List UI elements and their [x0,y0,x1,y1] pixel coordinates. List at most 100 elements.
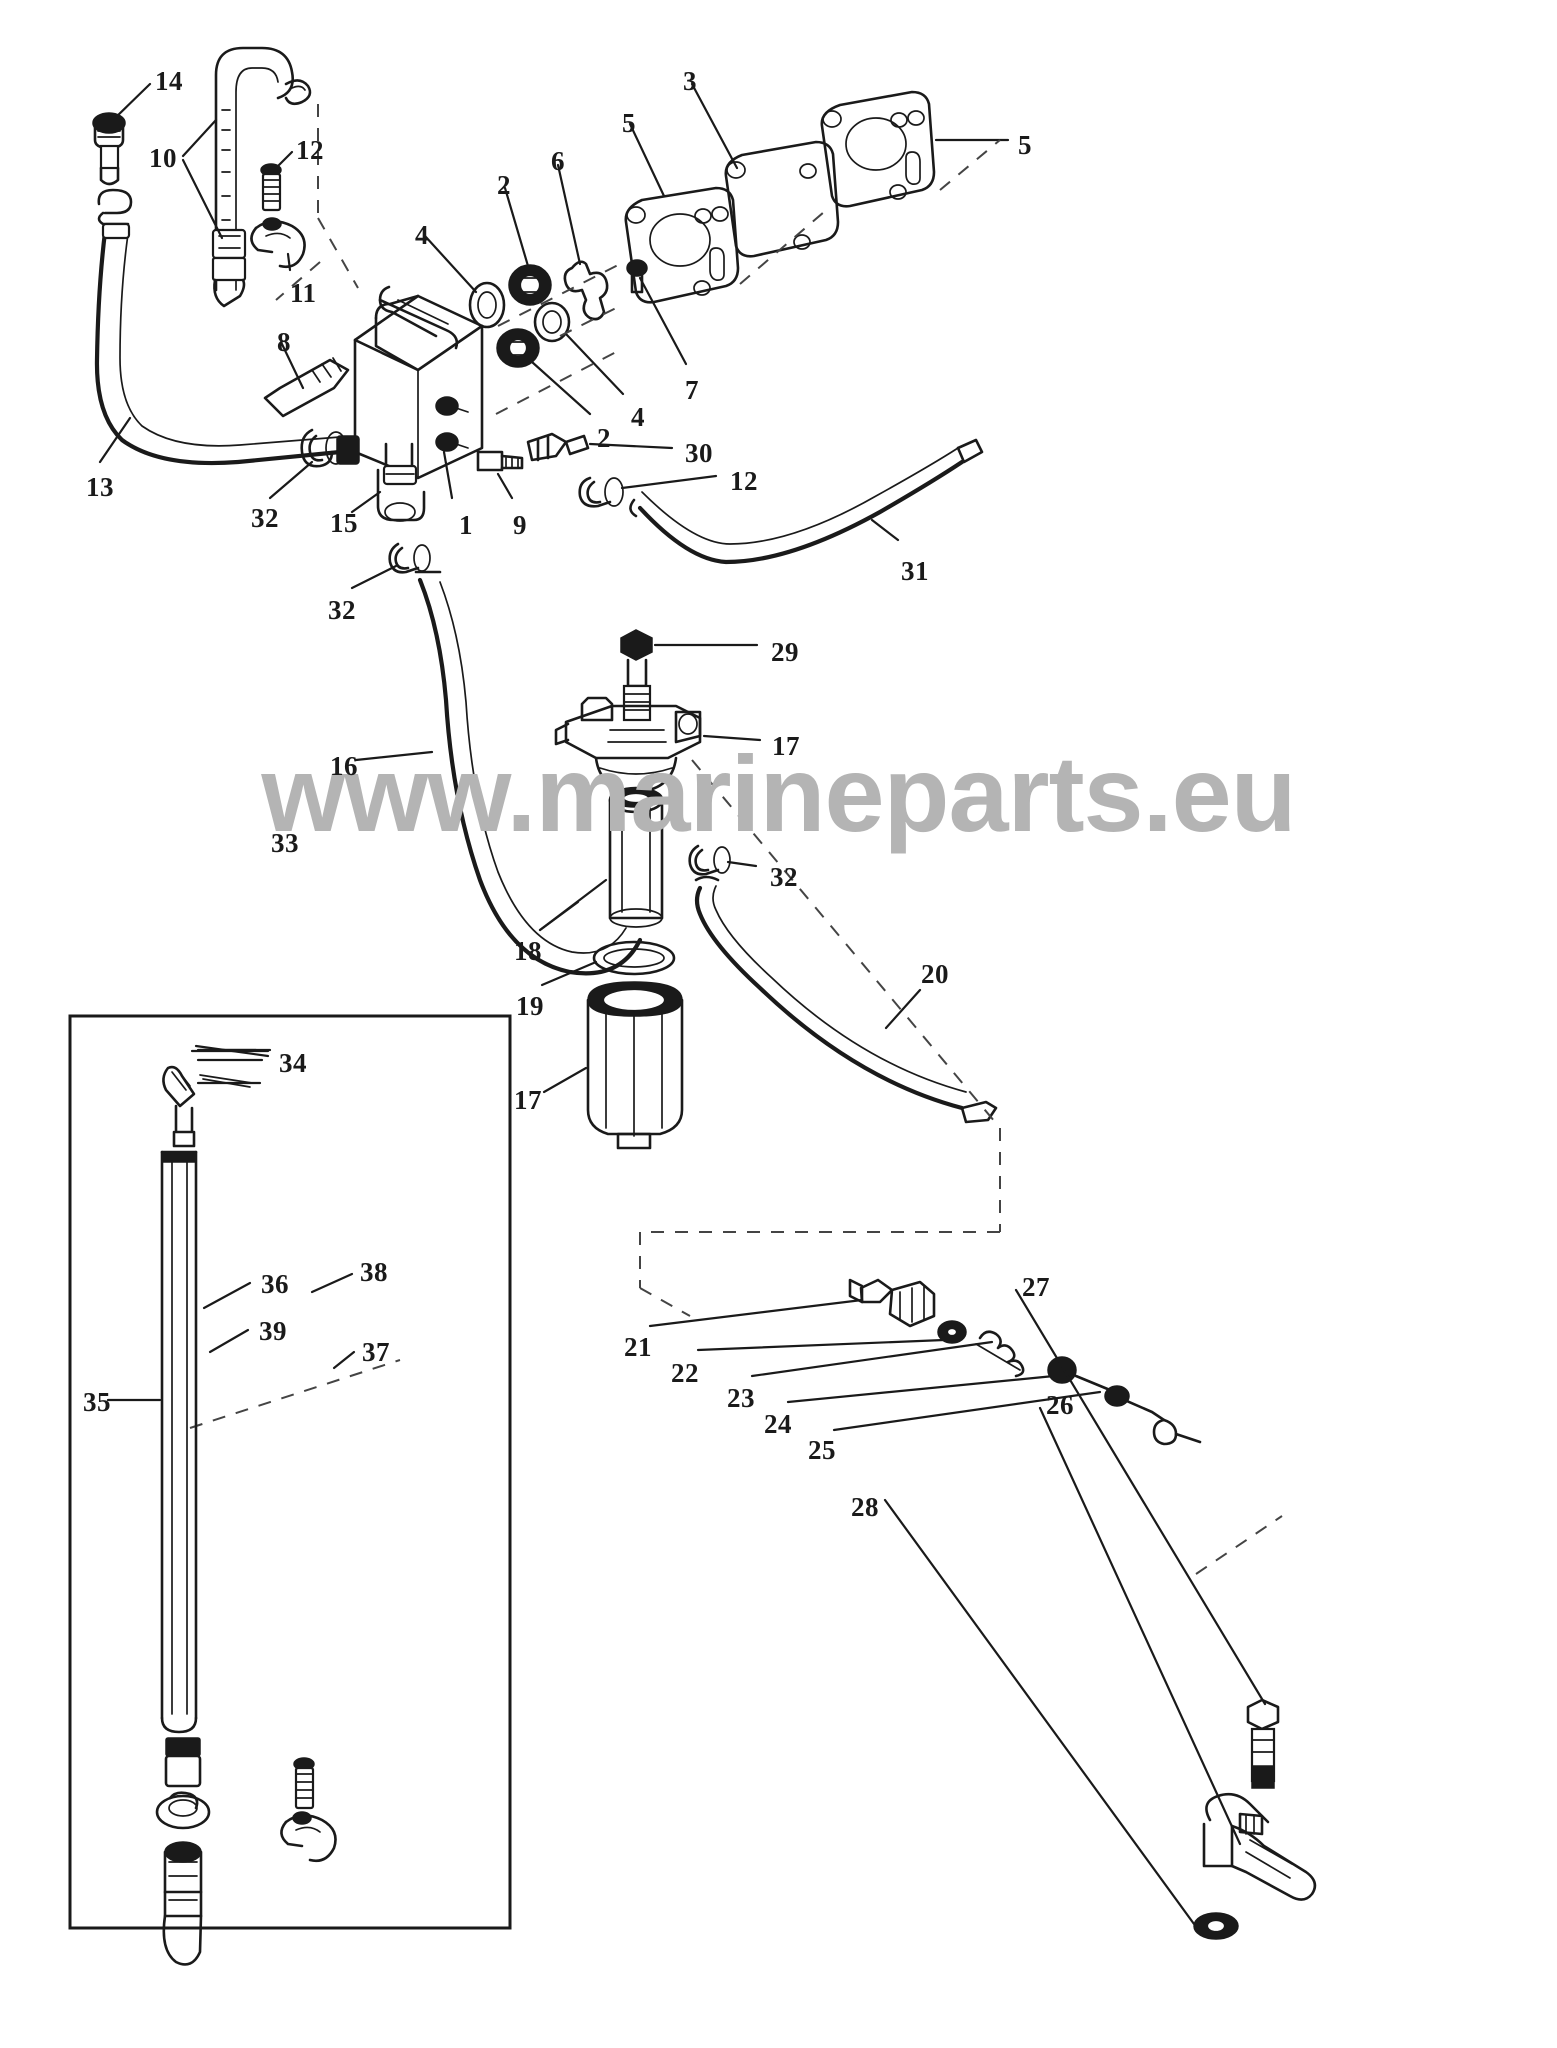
part-2-retainer-lower [496,328,540,368]
callout-number: 35 [83,1387,111,1417]
part-clamp-upper [284,79,312,106]
part-10-lower-fitting [211,228,247,308]
callout-number: 12 [296,135,324,165]
part-26-valve-body [1202,1792,1317,1901]
part-37-clip [280,1811,337,1863]
part-4-seal-lower [533,301,571,343]
callout-number: 26 [1046,1390,1074,1420]
callout-number: 30 [685,438,713,468]
part-20-fuel-tube [694,875,998,1124]
callout-number: 1 [459,510,473,540]
part-clip-upper-left [97,188,133,226]
part-9-fitting [476,450,524,472]
part-36-sleeve [164,1737,202,1788]
callout-number: 33 [271,828,299,858]
part-4-seal-upper [468,281,506,329]
callout-number: 23 [727,1383,755,1413]
callout-number: 25 [808,1435,836,1465]
callout-number: 14 [155,66,183,96]
callout-number: 15 [330,508,358,538]
part-34-tube [160,1150,198,1734]
part-3-gasket-middle [724,140,840,258]
part-16-fuel-hose [414,570,643,976]
thread-hatch-33 [199,1074,253,1088]
callout-number: 6 [551,146,565,176]
part-27-bolt [1246,1698,1280,1789]
assembly-dash-5 [559,305,621,337]
callout-number: 29 [771,637,799,667]
callout-number: 12 [730,466,758,496]
inset-box [68,1014,512,1930]
assembly-dash-8 [939,139,1001,191]
part-11-clip [250,217,306,269]
part-24-ball [1047,1356,1077,1384]
callout-number: 21 [624,1332,652,1362]
assembly-dash-13 [639,1287,691,1317]
callout-number: 18 [514,936,542,966]
part-8-bolt [263,357,350,418]
part-35-connector [162,1841,203,1966]
callout-number: 38 [360,1257,388,1287]
callout-number: 13 [86,472,114,502]
part-38-screw [293,1757,315,1810]
assembly-dash-3 [275,261,321,301]
part-25-needle [1074,1374,1202,1446]
part-28-washer [1193,1912,1239,1940]
callout-number: 4 [631,402,645,432]
callout-number: 7 [685,375,699,405]
part-2-retainer-upper [508,264,552,306]
callout-number: 32 [251,503,279,533]
part-33-nipple [162,1065,196,1148]
part-13-fuel-hose [94,222,360,466]
callout-number: 37 [362,1337,390,1367]
part-32-clip-filter [688,844,731,876]
part-5-gasket-right [820,90,936,208]
part-17-filter-bowl [586,981,684,1150]
part-17-filter-head [554,658,702,794]
part-30-fitting [526,432,590,462]
assembly-dash-7 [739,211,825,285]
part-23-spring [975,1330,1025,1378]
part-19-o-ring [592,940,676,976]
assembly-dash-2 [317,217,359,289]
part-14-fitting [92,112,126,186]
callout-number: 5 [1018,130,1032,160]
callout-number: 5 [622,108,636,138]
callout-number: 2 [597,423,611,453]
part-21-fitting [848,1278,936,1328]
callout-number: 17 [514,1085,542,1115]
callout-number: 32 [328,595,356,625]
callout-number: 36 [261,1269,289,1299]
callout-number: 11 [290,278,317,308]
callout-number: 8 [277,327,291,357]
callout-number: 16 [330,751,358,781]
part-32-clip-lower [388,542,431,574]
assembly-dash-14 [189,1359,401,1429]
assembly-dash-9 [691,759,1001,1129]
callout-number: 20 [921,959,949,989]
callout-number: 17 [772,731,800,761]
part-32-clip-left [300,428,347,468]
part-39-washer [155,1791,211,1830]
part-1-fuel-pump-body [353,285,484,480]
part-15-fitting [376,464,426,522]
callout-number: 10 [149,143,177,173]
callout-number: 9 [513,510,527,540]
callout-number: 24 [764,1409,792,1439]
part-12-clip-right [578,476,624,508]
assembly-dash-15 [1195,1515,1283,1575]
callout-number: 2 [497,170,511,200]
callout-number: 3 [683,66,697,96]
part-12-screw-upper [260,163,282,212]
part-22-washer [937,1320,967,1344]
part-6-bracket [563,260,609,321]
callout-number: 19 [516,991,544,1021]
part-18-filter-element [608,786,664,928]
callout-number: 34 [279,1048,307,1078]
callout-number: 4 [415,220,429,250]
callout-number: 22 [671,1358,699,1388]
part-31-hose [629,438,984,565]
callout-number: 28 [851,1492,879,1522]
